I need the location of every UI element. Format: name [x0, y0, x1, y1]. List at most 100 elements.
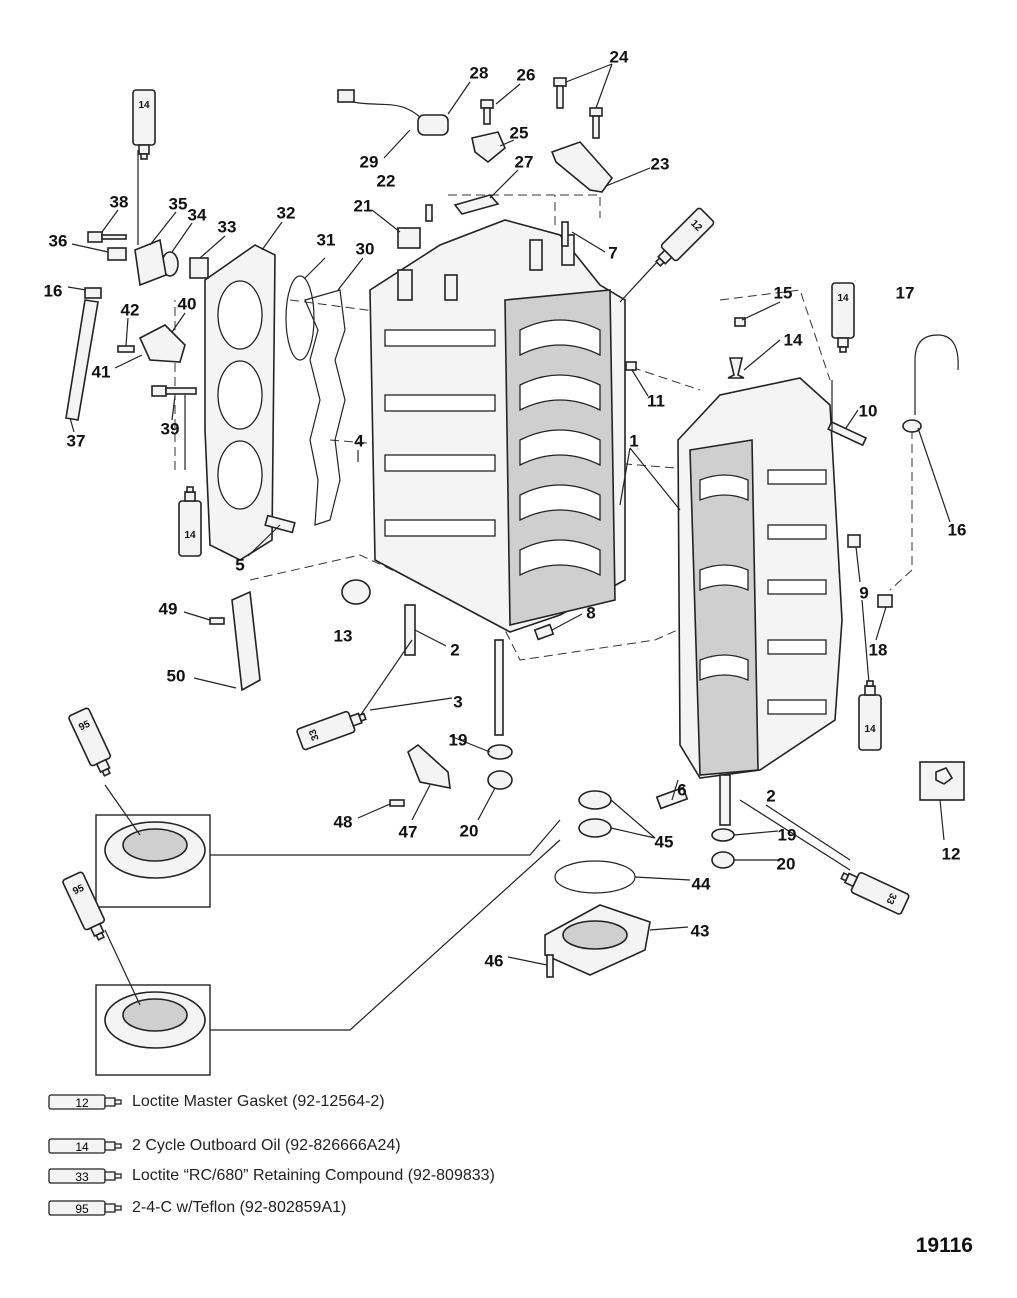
part-47-bracket	[407, 743, 451, 790]
legend-row: 14 2 Cycle Outboard Oil (92-826666A24)	[48, 1134, 401, 1158]
lubricant-tube: 95	[61, 870, 112, 944]
legend-row: 12 Loctite Master Gasket (92-12564-2)	[48, 1090, 385, 1114]
callout-number: 1	[629, 431, 638, 450]
callout-number: 13	[334, 626, 353, 645]
part-9-bolt	[847, 534, 861, 548]
lubricant-tube: 14	[132, 89, 156, 160]
callout-number: 17	[896, 283, 915, 302]
callout-number: 2	[450, 640, 459, 659]
callout-number: 50	[167, 666, 186, 685]
part-16-clamp	[84, 287, 102, 299]
part-25-bracket	[471, 131, 506, 164]
part-21-block	[397, 227, 421, 249]
part-5-pin	[264, 514, 296, 534]
part-15-screw	[734, 317, 746, 327]
part-24-bolts	[553, 77, 603, 139]
part-8-dowel	[533, 623, 555, 641]
lubricant-tube-icon: 33	[48, 1168, 122, 1184]
part-44-o-ring	[554, 860, 636, 894]
lubricant-tube: 14	[858, 680, 882, 751]
part-7-screw	[561, 221, 569, 247]
part-11-dowel	[625, 361, 637, 371]
legend-text: 2-4-C w/Teflon (92-802859A1)	[132, 1199, 347, 1216]
legend-row: 95 2-4-C w/Teflon (92-802859A1)	[48, 1196, 346, 1220]
svg-text:14: 14	[184, 530, 196, 541]
svg-text:12: 12	[75, 1096, 89, 1110]
part-45-seal-bottom	[578, 818, 612, 838]
legend-row: 33 Loctite “RC/680” Retaining Compound (…	[48, 1164, 495, 1188]
lubricant-tube: 33	[295, 705, 370, 752]
part-46-screw	[546, 954, 554, 978]
svg-text:14: 14	[138, 100, 150, 111]
callout-number: 5	[235, 555, 244, 574]
callout-number: 29	[360, 152, 379, 171]
callout-number: 48	[334, 812, 353, 831]
callout-number: 15	[774, 283, 793, 302]
legend-text: Loctite Master Gasket (92-12564-2)	[132, 1093, 385, 1110]
callout-number: 18	[869, 640, 888, 659]
callout-number: 2	[766, 786, 775, 805]
callout-number: 19	[778, 825, 797, 844]
callout-number: 46	[485, 951, 504, 970]
callout-number: 28	[470, 63, 489, 82]
part-31-o-ring	[285, 275, 315, 361]
part-20-nut-right	[711, 851, 735, 869]
exploded-parts-diagram: 14 12 14 14 14 33 95 33 95 2428262529272…	[44, 47, 967, 1076]
part-10-bolt	[827, 420, 868, 447]
part-32-cylinder-head	[204, 244, 276, 561]
part-37-hose	[65, 299, 99, 421]
callout-number: 30	[356, 239, 375, 258]
svg-text:14: 14	[864, 724, 876, 735]
part-48-screw	[389, 799, 405, 807]
callout-number: 27	[515, 152, 534, 171]
callout-number: 31	[317, 230, 336, 249]
callout-number: 38	[110, 192, 129, 211]
leader-lines	[67, 63, 951, 1031]
thermostat-parts	[87, 231, 209, 287]
callout-number: 36	[49, 231, 68, 250]
drawing-number: 19116	[915, 1234, 973, 1257]
callout-number: 26	[517, 65, 536, 84]
callout-number: 35	[169, 194, 188, 213]
part-13-plug	[341, 579, 371, 605]
part-16-clamp-right	[902, 419, 922, 433]
part-22-screw	[425, 204, 433, 222]
svg-text:33: 33	[883, 891, 898, 906]
svg-text:95: 95	[77, 719, 92, 734]
callout-number: 21	[354, 196, 373, 215]
callout-number: 43	[691, 921, 710, 940]
part-12-detail-box	[919, 761, 965, 801]
callout-number: 12	[942, 844, 961, 863]
callout-number: 44	[692, 874, 711, 893]
callout-number: 16	[44, 281, 63, 300]
callout-number: 4	[354, 431, 364, 450]
callout-number: 34	[188, 205, 207, 224]
part-39-bolt	[151, 385, 197, 397]
callout-number: 7	[608, 243, 617, 262]
svg-text:14: 14	[75, 1140, 89, 1154]
svg-text:33: 33	[307, 727, 321, 742]
part-26-screw	[480, 99, 494, 125]
part-45-seal-top	[578, 790, 612, 810]
part-17-hose	[914, 334, 959, 415]
part-41-sender	[138, 324, 186, 363]
cylinder-block	[369, 219, 626, 633]
part-19-washer	[487, 744, 513, 760]
callout-number: 10	[859, 401, 878, 420]
callout-number: 20	[777, 854, 796, 873]
bearing-detail-box-bottom	[95, 984, 211, 1076]
part-30-gasket	[304, 289, 346, 526]
crankcase-cover	[677, 377, 843, 779]
callout-number: 14	[784, 330, 803, 349]
svg-text:14: 14	[837, 293, 849, 304]
callout-number: 20	[460, 821, 479, 840]
callout-number: 47	[399, 822, 418, 841]
callout-number: 49	[159, 599, 178, 618]
lubricant-tube-icon: 14	[48, 1138, 122, 1154]
callout-number: 39	[161, 419, 180, 438]
part-42-screw	[117, 345, 135, 353]
part-18-fitting	[877, 594, 893, 608]
lubricant-tube-icon: 95	[48, 1200, 122, 1216]
callout-number: 24	[610, 47, 629, 66]
